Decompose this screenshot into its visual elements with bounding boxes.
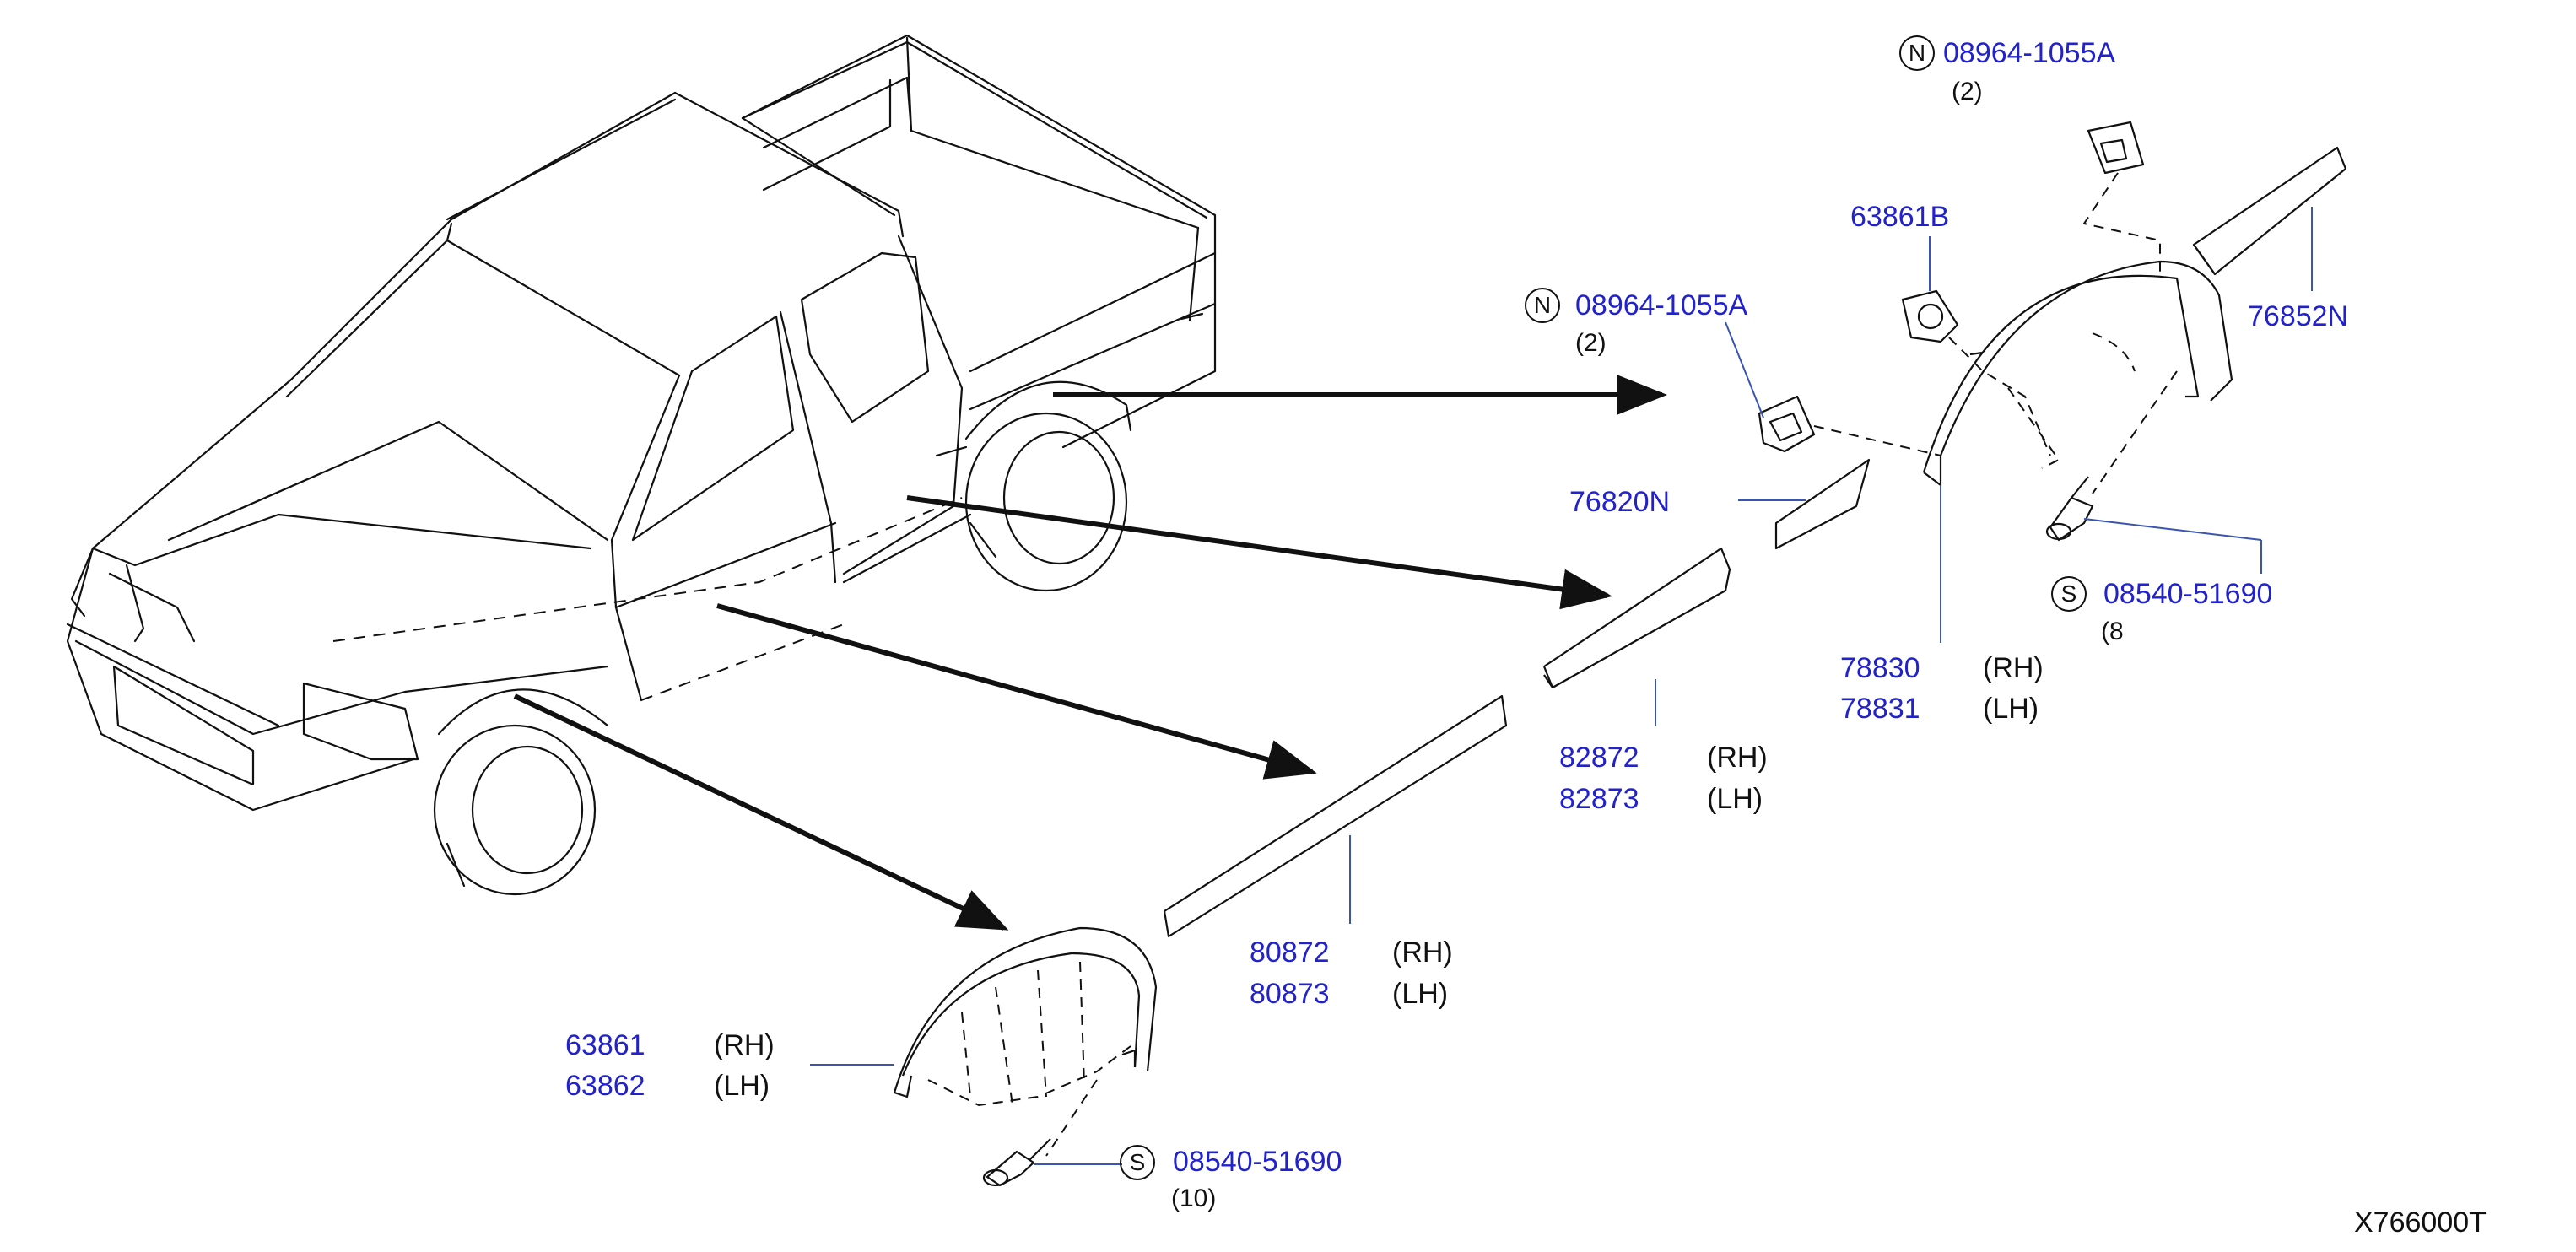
arrow-to-front-fender (513, 693, 1009, 931)
clip-shape (1901, 289, 1959, 343)
front-fender-dashed (927, 961, 1131, 1157)
upper-mold-lh-side: (LH) (1707, 783, 1763, 815)
rear-fender-lh-side: (LH) (1983, 693, 2039, 725)
rear-fender-rh-side: (RH) (1983, 652, 2044, 684)
arrow-to-upper-mold (906, 495, 1612, 610)
screw-symbol-rear: S (2051, 576, 2087, 612)
lower-mold-shape (1163, 694, 1508, 938)
upper-mold-shape (1543, 547, 1731, 689)
front-fender-lh-side: (LH) (714, 1070, 770, 1102)
nut-top-shape (2087, 121, 2145, 175)
hidden-line (332, 497, 963, 701)
front-fender-parts (893, 926, 1158, 1187)
screw-rear-qty: (8 (2101, 618, 2124, 645)
front-fender-arch (893, 926, 1158, 1093)
clip-part-number[interactable]: 63861B (1850, 201, 1950, 233)
molding-76852n-part-number[interactable]: 76852N (2248, 300, 2349, 332)
rear-fender-parts (1758, 121, 2347, 550)
lower-mold-rh-part-number[interactable]: 80872 (1250, 936, 1330, 969)
lower-mold-rh-side: (RH) (1392, 936, 1453, 969)
arrow-to-lower-mold (716, 603, 1317, 780)
rear-fender-dashed (1813, 172, 2178, 494)
nut-mid-part-number[interactable]: 08964-1055A (1575, 289, 1748, 321)
rear-fender-rh-part-number[interactable]: 78830 (1840, 652, 1920, 684)
molding-76820n-shape (1774, 458, 1871, 550)
nut-top-qty: (2) (1952, 78, 1983, 105)
diagram-reference-code: X766000T (2354, 1206, 2487, 1239)
screw-front-part-number[interactable]: 08540-51690 (1173, 1146, 1342, 1178)
nut-top-part-number[interactable]: 08964-1055A (1943, 37, 2116, 69)
nut-mid-qty: (2) (1575, 329, 1607, 357)
lower-mold-lh-part-number[interactable]: 80873 (1250, 978, 1330, 1010)
screw-rear-part-number[interactable]: 08540-51690 (2103, 578, 2273, 610)
screw-front-shape (986, 1138, 1051, 1187)
nut-mid-shape (1758, 395, 1816, 453)
front-fender-rh-part-number[interactable]: 63861 (565, 1029, 645, 1061)
front-fender-rh-side: (RH) (714, 1029, 775, 1061)
molding-76852n-shape (2192, 146, 2347, 276)
lower-mold-lh-side: (LH) (1392, 978, 1449, 1010)
upper-mold-rh-part-number[interactable]: 82872 (1559, 742, 1639, 774)
leader-lines (810, 207, 2313, 1165)
pickup-truck (66, 34, 1217, 896)
rear-fender-lh-part-number[interactable]: 78831 (1840, 693, 1920, 725)
pointer-arrows (513, 375, 1667, 931)
upper-mold-rh-side: (RH) (1707, 742, 1768, 774)
upper-mold-lh-part-number[interactable]: 82873 (1559, 783, 1639, 815)
front-fender-lh-part-number[interactable]: 63862 (565, 1070, 645, 1102)
screw-front-qty: (10) (1171, 1185, 1217, 1212)
nut-symbol-mid: N (1525, 288, 1560, 323)
upper-mold-hidden (1552, 590, 1726, 688)
screw-rear-shape (2049, 476, 2094, 542)
molding-76820n-part-number[interactable]: 76820N (1569, 486, 1671, 518)
screw-symbol-front: S (1120, 1145, 1155, 1180)
nut-symbol-top: N (1899, 35, 1935, 71)
rear-fender-arch (1939, 260, 2233, 456)
door-moldings (1163, 547, 1731, 938)
